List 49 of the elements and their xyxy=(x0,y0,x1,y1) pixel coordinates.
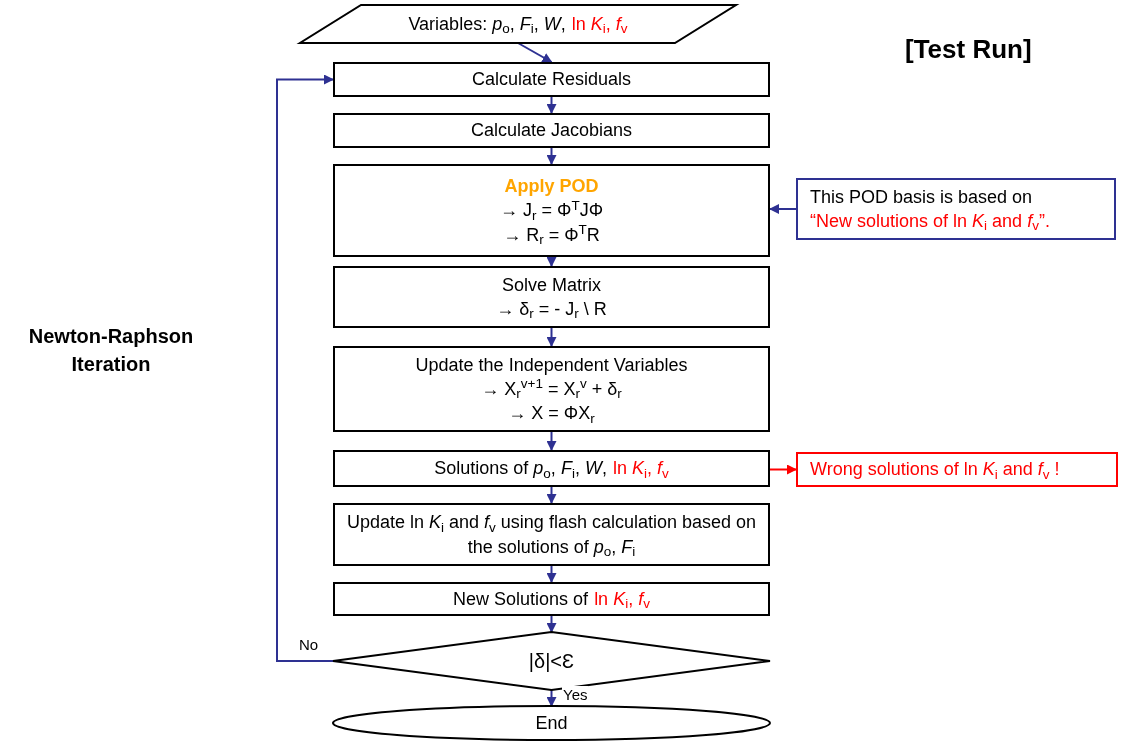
arrow xyxy=(769,204,797,214)
box-text: Calculate Residuals xyxy=(471,68,632,92)
box-text: Variables: p$_{o}$, F$_{i}$, W, xyxy=(408,12,566,37)
process-box xyxy=(333,346,770,432)
process-box xyxy=(333,503,770,566)
box-text: → J$_{r}$ = Φ$^{T}$JΦ xyxy=(500,198,603,223)
box-text: Wrong solutions of ln K$_{i}$ and f$_{v}$ ! xyxy=(810,458,1060,482)
terminal-oval xyxy=(333,706,770,740)
arrow xyxy=(546,256,557,267)
box-text: New Solutions of xyxy=(453,587,589,611)
box-text: ln K$_{i}$, f$_{v}$ xyxy=(594,587,650,612)
box-text: “New solutions of ln K$_{i}$ and f$_{v}$”. xyxy=(810,210,1050,234)
box-text: End xyxy=(535,711,568,735)
arrow xyxy=(517,42,553,63)
box-text: Update ln K$_{i}$ and f$_{v}$ using flash calculation based on the solutions of p$_{o}$, F$_{i}$ xyxy=(345,511,758,559)
note-box xyxy=(796,178,1116,240)
process-box xyxy=(333,62,770,97)
arrow xyxy=(546,431,557,451)
box-text: Calculate Jacobians xyxy=(470,119,633,143)
box-text: |δ|<Ɛ xyxy=(528,648,575,674)
box-text: Solutions of p$_{o}$, F$_{i}$, W, xyxy=(434,457,607,481)
box-text: ln K$_{i}$, f$_{v}$ xyxy=(571,12,628,37)
arrow xyxy=(769,464,797,475)
box-text: → X = ΦX$_{r}$ xyxy=(508,402,595,426)
arrow xyxy=(546,327,557,347)
box-text: ln K$_{i}$, f$_{v}$ xyxy=(612,457,669,481)
heading-text: Apply POD xyxy=(504,175,599,199)
process-box xyxy=(333,450,770,487)
decision-diamond xyxy=(333,632,770,690)
arrow xyxy=(546,689,557,707)
arrow xyxy=(546,615,557,633)
arrow xyxy=(546,486,557,504)
process-box xyxy=(333,164,770,257)
loop-label: Newton-Raphson Iteration xyxy=(27,324,195,377)
arrow xyxy=(546,565,557,583)
box-text: This POD basis is based on xyxy=(810,185,1033,209)
box-text: Update the Independent Variables xyxy=(415,353,688,377)
box-text: → X$_{r}$$^{v+1}$ = X$_{r}$$^{v}$ + δ$_{r}$ xyxy=(481,376,622,402)
arrow xyxy=(546,147,557,165)
box-text: → δ$_{r}$ = - J$_{r}$ \ R xyxy=(496,298,607,322)
title: [Test Run] xyxy=(905,33,1032,66)
box-text: Solve Matrix xyxy=(502,273,601,297)
arrow xyxy=(276,74,334,662)
arrow xyxy=(546,96,557,114)
box-text: → R$_{r}$ = Φ$^{T}$R xyxy=(503,222,600,247)
process-box xyxy=(333,113,770,148)
note-box xyxy=(796,452,1118,487)
process-box xyxy=(333,266,770,328)
process-box xyxy=(333,582,770,616)
